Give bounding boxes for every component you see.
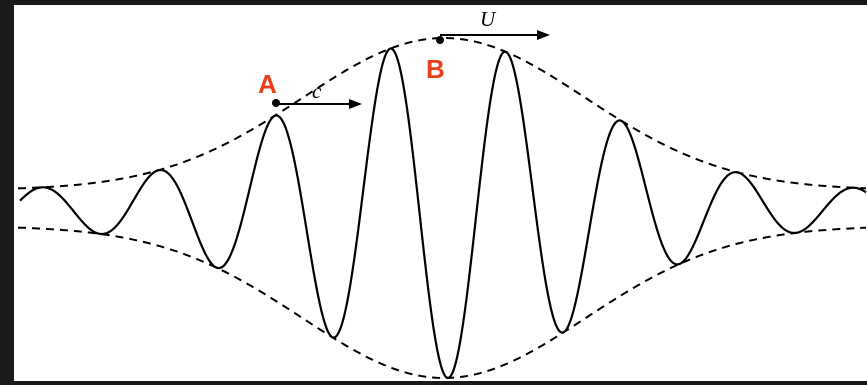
figure-background <box>14 5 867 381</box>
phase-velocity-label: c <box>312 79 322 103</box>
group-velocity-label: U <box>480 7 497 31</box>
carrier-wave-curve <box>19 47 867 379</box>
lower-envelope-curve <box>17 226 866 379</box>
group-velocity-arrowhead <box>537 30 550 40</box>
phase-velocity-arrowhead <box>349 99 362 109</box>
point-b-dot <box>436 36 444 44</box>
point-b-label: B <box>426 54 445 84</box>
point-a-label: A <box>258 69 277 99</box>
